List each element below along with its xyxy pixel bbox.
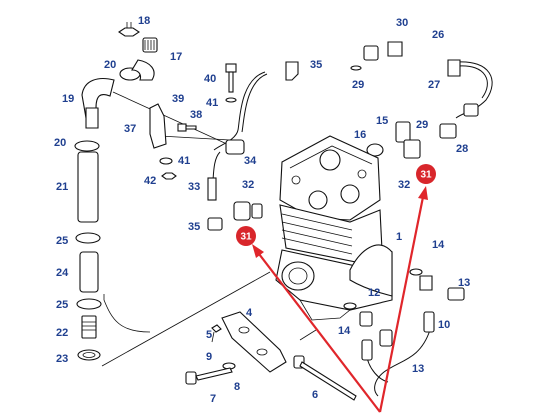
label-40: 40 — [204, 73, 216, 85]
lower-bracket — [185, 311, 357, 401]
label-39: 39 — [172, 93, 184, 105]
label-30: 30 — [396, 17, 408, 29]
callout-31-left-text: 31 — [240, 232, 252, 243]
label-5: 5 — [206, 329, 212, 341]
upper-right-fittings — [350, 41, 479, 159]
callout-31-left: 31 — [236, 226, 256, 246]
label-6: 6 — [312, 389, 318, 401]
label-14-top: 14 — [432, 239, 445, 251]
label-35-left: 35 — [188, 221, 200, 233]
label-13-bottom: 13 — [412, 363, 424, 375]
label-1: 1 — [396, 231, 402, 243]
label-32-right: 32 — [398, 179, 410, 191]
label-19: 19 — [62, 93, 74, 105]
label-8: 8 — [234, 381, 240, 393]
label-9: 9 — [206, 351, 212, 363]
label-33: 33 — [188, 181, 200, 193]
label-27: 27 — [428, 79, 440, 91]
label-23: 23 — [56, 353, 68, 365]
label-15: 15 — [376, 115, 388, 127]
label-10: 10 — [438, 319, 450, 331]
left-hose-assembly — [74, 22, 158, 361]
compressor-body — [275, 135, 393, 321]
label-13-top: 13 — [458, 277, 470, 289]
label-21: 21 — [56, 181, 68, 193]
label-12: 12 — [368, 287, 380, 299]
label-22: 22 — [56, 327, 68, 339]
label-38: 38 — [190, 109, 202, 121]
label-34: 34 — [244, 155, 257, 167]
label-37: 37 — [124, 123, 136, 135]
label-20-top: 20 — [104, 59, 116, 71]
label-17: 17 — [170, 51, 182, 63]
callout-arrows — [252, 186, 428, 413]
label-7: 7 — [210, 393, 216, 405]
callout-31-right-text: 31 — [420, 170, 432, 181]
label-20: 20 — [54, 137, 66, 149]
label-29-top: 29 — [352, 79, 364, 91]
callout-31-right: 31 — [416, 164, 436, 184]
part-labels: 18 17 20 19 20 21 25 24 25 22 23 40 41 3… — [54, 15, 470, 405]
label-29-right: 29 — [416, 119, 428, 131]
label-18: 18 — [138, 15, 150, 27]
label-41-top: 41 — [206, 97, 218, 109]
label-26: 26 — [432, 29, 444, 41]
label-25-top: 25 — [56, 235, 68, 247]
label-16: 16 — [354, 129, 366, 141]
label-28: 28 — [456, 143, 468, 155]
label-24: 24 — [56, 267, 69, 279]
label-42: 42 — [144, 175, 156, 187]
label-4: 4 — [246, 307, 253, 319]
label-41-bottom: 41 — [178, 155, 190, 167]
label-35-top: 35 — [310, 59, 322, 71]
label-14-bottom: 14 — [338, 325, 351, 337]
lower-right-parts — [343, 268, 465, 361]
upper-small-parts — [149, 61, 299, 231]
label-25-bottom: 25 — [56, 299, 68, 311]
label-32-left: 32 — [242, 179, 254, 191]
